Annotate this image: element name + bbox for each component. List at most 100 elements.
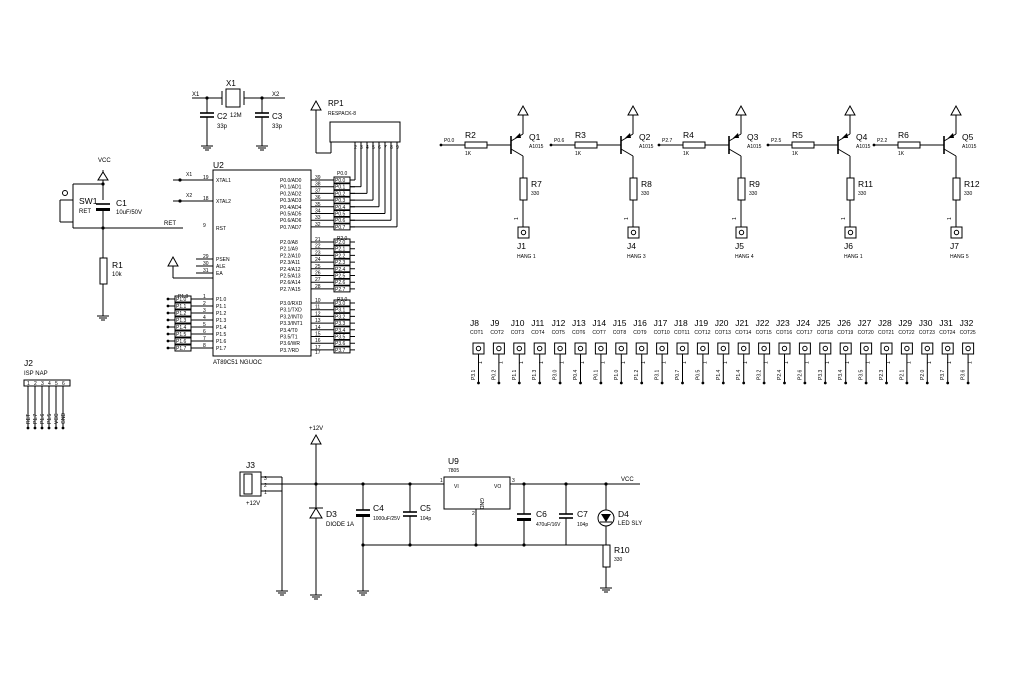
column-label: COT11 — [674, 330, 690, 336]
p1-net-label-box — [174, 330, 192, 338]
p2-pin-number: 21 — [315, 237, 321, 243]
p3-net-label: P3.1 — [335, 308, 346, 314]
p2-pin-number: 26 — [315, 271, 321, 277]
column-label: COT22 — [898, 330, 914, 336]
p1-net-label-box — [174, 316, 192, 324]
p3-net-label-box — [333, 326, 351, 334]
column-ref: J8 — [470, 318, 479, 328]
j2-ref: J2 — [24, 358, 33, 368]
p3-pin-number: 13 — [315, 318, 321, 324]
net-dot — [946, 381, 950, 385]
net-dot — [166, 346, 170, 350]
net-dot — [538, 381, 542, 385]
mcu-pin-name: P1.1 — [216, 304, 227, 310]
net-dot — [701, 381, 705, 385]
p2-pin-name: P2.2/A10 — [280, 253, 301, 259]
column-ref: J30 — [919, 318, 933, 328]
mcu-pin-number: 2 — [203, 301, 206, 307]
base-resistor-value: 1K — [465, 151, 472, 157]
column-ref: J26 — [837, 318, 851, 328]
p0-pin-number: 32 — [315, 222, 321, 228]
c4-ref: C4 — [373, 503, 384, 513]
column-label: COT4 — [531, 330, 545, 336]
column-connector-pin — [557, 345, 563, 352]
transistor-collector — [620, 148, 634, 157]
transistor-part: A1015 — [529, 144, 544, 150]
transistor-ref: Q3 — [747, 132, 759, 142]
column-connector-pin — [598, 345, 604, 352]
p2-pin-name: P2.5/A13 — [280, 274, 301, 280]
mcu-pin-17: 17 — [315, 350, 321, 356]
p0-pin-number: 33 — [315, 215, 321, 221]
row-connector-ref: J7 — [950, 241, 959, 251]
row-connector-label: HANG 1 — [844, 254, 863, 260]
p2-net-label-box — [333, 245, 351, 253]
p2-net-label-box — [333, 265, 351, 273]
p0-pin-number: 39 — [315, 175, 321, 181]
r1-ref: R1 — [112, 260, 123, 270]
mcu-pin-number: 30 — [203, 261, 209, 267]
net-dot — [925, 381, 929, 385]
p2-net-label: P2.4 — [335, 267, 346, 273]
column-net-label: P1.2 — [634, 369, 640, 380]
pin-number: 1 — [886, 361, 892, 364]
p3-net-label-box — [333, 299, 351, 307]
column-connector-pin — [618, 345, 624, 352]
net-dot — [26, 426, 30, 430]
row-connector-pin — [738, 229, 745, 236]
column-net-label: P3.7 — [940, 369, 946, 380]
column-net-label: P1.1 — [512, 369, 518, 380]
column-label: COT20 — [858, 330, 874, 336]
isp-pin-label: P1.6 — [40, 413, 46, 424]
column-connector-pin — [741, 345, 747, 352]
u2-ref: U2 — [213, 160, 224, 170]
net-dot — [657, 143, 661, 147]
p0-pin-number: 34 — [315, 209, 321, 215]
column-connector-pin — [822, 345, 828, 352]
column-label: COT7 — [592, 330, 606, 336]
p1-net-label: P1.6 — [176, 339, 187, 345]
d3-ref: D3 — [326, 509, 337, 519]
net-ret-label: RET — [164, 221, 176, 227]
column-net-label: P3.5 — [859, 369, 865, 380]
pin-number: 1 — [621, 361, 627, 364]
p0-pin-name: P0.2/AD2 — [280, 191, 302, 197]
base-resistor-value: 1K — [792, 151, 799, 157]
power-arrow-symbol — [735, 104, 747, 116]
mcu-pin-number: 6 — [203, 329, 206, 335]
column-ref: J31 — [939, 318, 953, 328]
mcu-pin-number: 18 — [203, 196, 209, 202]
p2-pin-number: 28 — [315, 284, 321, 290]
p3-net-label: P3.3 — [335, 321, 346, 327]
net-dot — [61, 426, 65, 430]
u9-vi: VI — [454, 484, 459, 490]
p3-pin-number: 12 — [315, 311, 321, 317]
u9-gnd: GND — [478, 498, 484, 510]
column-net-label: P0.1 — [593, 369, 599, 380]
p0-bus-to-respack — [350, 142, 398, 228]
pin-number: 1 — [845, 361, 851, 364]
x1-ref: X1 — [226, 79, 236, 88]
mcu-pin-number: 1 — [203, 294, 206, 300]
isp-pin-number: 5 — [55, 381, 58, 387]
column-net-label: P3.6 — [961, 369, 967, 380]
p2-net-label-box — [333, 258, 351, 266]
p3-pin-name: P3.4/T0 — [280, 328, 298, 334]
p2-pin-number: 27 — [315, 277, 321, 283]
p3-net-label: P3.4 — [335, 328, 346, 334]
mcu-pin-name: P1.5 — [216, 332, 227, 338]
power-arrow-symbol — [517, 104, 529, 116]
p1-net-label-box — [174, 309, 192, 317]
transistor-arrow — [515, 133, 521, 138]
net-dot — [54, 426, 58, 430]
column-connector-pin — [720, 345, 726, 352]
c7-value: 104p — [577, 522, 588, 528]
net-dot — [640, 381, 644, 385]
